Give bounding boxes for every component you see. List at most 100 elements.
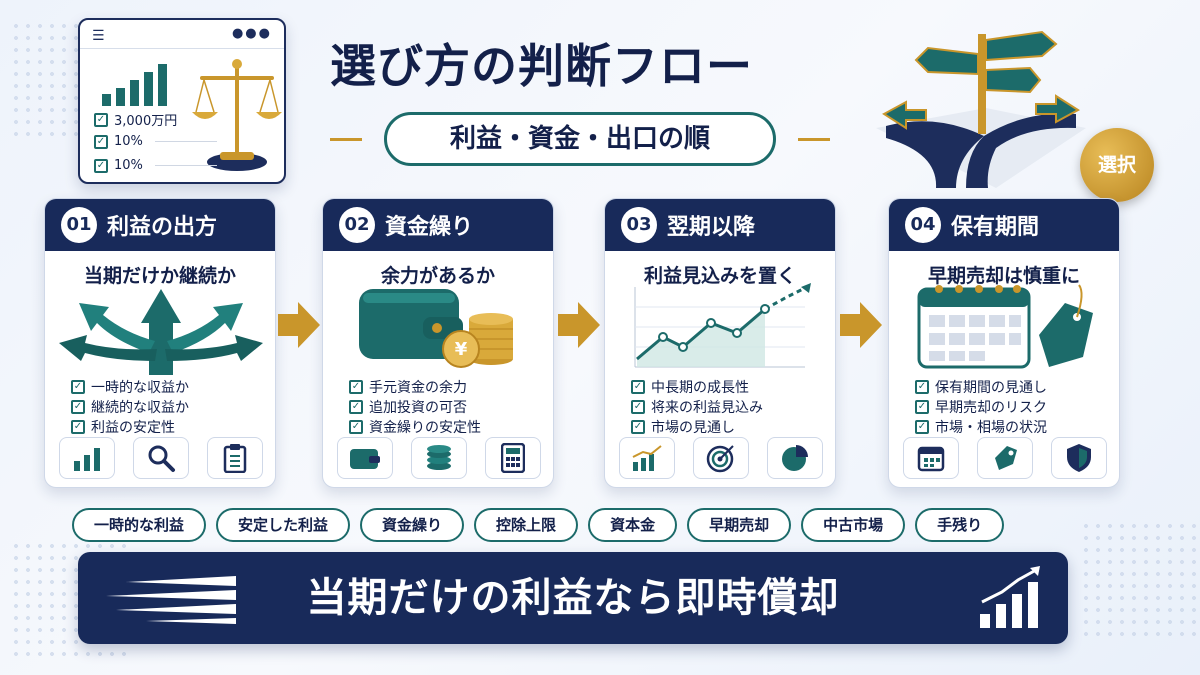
window-dots-icon: ●●● — [231, 26, 272, 41]
check-label: 10% — [114, 158, 143, 173]
check-icon: ✓ — [94, 134, 108, 149]
clipboard-icon — [223, 444, 247, 473]
step-icon-row — [337, 437, 541, 479]
step-lead: 早期売却は慎重に — [927, 265, 1080, 287]
flow-arrow-icon — [278, 302, 320, 348]
check-icon: ✓ — [349, 420, 363, 434]
step-header: 04 保有期間 — [889, 199, 1119, 251]
check-icon: ✓ — [349, 400, 363, 414]
icon-tile — [207, 437, 263, 479]
icon-tile — [977, 437, 1033, 479]
list-item-label: 利益の安定性 — [91, 420, 175, 436]
step-header: 03 翌期以降 — [605, 199, 835, 251]
list-item-label: 追加投資の可否 — [369, 400, 467, 416]
keyword-tag: 中古市場 — [801, 508, 906, 542]
keyword-tag: 資本金 — [588, 508, 678, 542]
branching-arrows-icon — [59, 289, 263, 375]
list-item: ✓ 市場の見通し — [631, 417, 763, 437]
shield-icon — [1067, 444, 1091, 472]
icon-tile — [693, 437, 749, 479]
check-icon: ✓ — [915, 420, 929, 434]
list-item: ✓ 追加投資の可否 — [349, 397, 481, 417]
step-card-4: 04 保有期間 早期売却は慎重に ✓ 保有期間の見通し ✓早期売却のリスク ✓ 市場… — [888, 198, 1120, 488]
coins-icon — [427, 445, 451, 470]
bar-chart-icon — [102, 64, 167, 106]
list-item-label: 継続的な収益か — [91, 400, 189, 416]
list-item-label: 手元資金の余力 — [369, 380, 467, 396]
icon-tile — [59, 437, 115, 479]
keyword-tag: 資金繰り — [360, 508, 465, 542]
price-tag-icon — [995, 446, 1017, 470]
step-lead: 利益見込みを置く — [643, 265, 796, 287]
step-lead: 当期だけか継続か — [83, 265, 236, 287]
icon-tile — [1051, 437, 1107, 479]
keyword-tag: 手残り — [915, 508, 1005, 542]
step-checklist: ✓ 手元資金の余力 ✓ 追加投資の可否 ✓ 資金繰りの安定性 — [349, 377, 481, 437]
keyword-tag: 控除上限 — [474, 508, 579, 542]
step-title: 翌期以降 — [667, 215, 756, 240]
step-checklist: ✓ 一時的な収益か ✓ 継続的な収益か ✓ 利益の安定性 — [71, 377, 189, 437]
decor-dots — [1080, 520, 1200, 640]
keyword-tag: 安定した利益 — [216, 508, 351, 542]
check-icon: ✓ — [915, 380, 929, 394]
list-item: ✓早期売却のリスク — [915, 397, 1047, 417]
subtitle-pill: 利益・資金・出口の順 — [384, 112, 776, 166]
step-number: 02 — [339, 207, 375, 243]
keyword-tags: 一時的な利益 安定した利益 資金繰り 控除上限 資本金 早期売却 中古市場 手残… — [72, 508, 1082, 542]
check-row: ✓ 10% — [94, 158, 217, 173]
list-item-label: 一時的な収益か — [91, 380, 189, 396]
step-title: 保有期間 — [951, 215, 1040, 240]
step-title: 資金繰り — [385, 215, 474, 240]
keyword-tag: 一時的な利益 — [72, 508, 207, 542]
calendar-icon — [917, 446, 945, 472]
divider — [154, 141, 217, 142]
check-icon: ✓ — [71, 380, 85, 394]
list-item-label: 将来の利益見込み — [651, 400, 763, 416]
step-lead: 余力があるか — [380, 265, 495, 287]
list-item: ✓ 市場・相場の状況 — [915, 417, 1047, 437]
list-item: ✓中長期の成長性 — [631, 377, 763, 397]
conclusion-banner: 当期だけの利益なら即時償却 — [78, 552, 1068, 644]
calculator-icon — [501, 443, 525, 473]
check-icon: ✓ — [71, 400, 85, 414]
list-item: ✓ 手元資金の余力 — [349, 377, 481, 397]
list-item: ✓ 一時的な収益か — [71, 377, 189, 397]
list-item-label: 資金繰りの安定性 — [369, 420, 481, 436]
icon-tile — [619, 437, 675, 479]
check-icon: ✓ — [94, 112, 108, 127]
flow-arrow-icon — [558, 302, 600, 348]
dashboard-card: ☰ ●●● ✓ 3,000万円 ✓ 10% ✓ 10% — [78, 18, 286, 184]
list-item-label: 保有期間の見通し — [935, 380, 1047, 396]
list-item: ✓ 資金繰りの安定性 — [349, 417, 481, 437]
calendar-price-tag-icon — [917, 284, 1093, 369]
step-header: 01 利益の出方 — [45, 199, 275, 251]
divider — [80, 48, 284, 49]
check-label: 3,000万円 — [114, 114, 178, 129]
step-title: 利益の出方 — [107, 215, 218, 240]
wallet-coins-icon: ¥ — [359, 289, 513, 368]
page-title: 選び方の判断フロー — [330, 39, 753, 93]
step-card-1: 01 利益の出方 当期だけか継続か ✓ 一時的な収益か ✓ 継続的な収益か ✓ 利益の… — [44, 198, 276, 488]
speed-lines-icon — [106, 576, 236, 624]
step-number: 03 — [621, 207, 657, 243]
menu-icon: ☰ — [92, 28, 105, 44]
check-icon: ✓ — [349, 380, 363, 394]
step-checklist: ✓ 保有期間の見通し ✓早期売却のリスク ✓ 市場・相場の状況 — [915, 377, 1047, 437]
divider — [154, 165, 217, 166]
search-icon — [148, 445, 175, 472]
list-item: ✓ 保有期間の見通し — [915, 377, 1047, 397]
icon-tile — [411, 437, 467, 479]
list-item-label: 市場・相場の状況 — [935, 420, 1047, 436]
step-icon-row — [903, 437, 1107, 479]
select-badge: 選択 — [1080, 128, 1154, 202]
step-header: 02 資金繰り — [323, 199, 553, 251]
check-icon: ✓ — [915, 400, 929, 414]
check-row: ✓ 10% — [94, 134, 217, 149]
check-icon: ✓ — [631, 420, 645, 434]
flow-arrow-icon — [840, 302, 882, 348]
icon-tile — [485, 437, 541, 479]
list-item-label: 市場の見通し — [651, 420, 735, 436]
svg-text:¥: ¥ — [455, 339, 468, 360]
keyword-tag: 早期売却 — [687, 508, 792, 542]
balance-scale-icon — [192, 59, 282, 171]
